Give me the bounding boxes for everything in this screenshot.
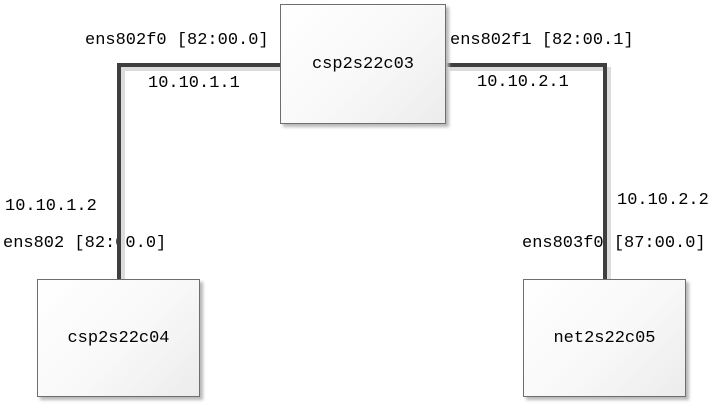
node-csp2s22c03: csp2s22c03 bbox=[280, 4, 446, 124]
ip-label-link2-bottom: 10.10.2.2 bbox=[617, 191, 709, 210]
interface-label-link1-bottom: ens802 [82:00.0] bbox=[3, 234, 167, 253]
ip-label-link1-bottom: 10.10.1.2 bbox=[5, 197, 97, 216]
interface-label-link2-top: ens802f1 [82:00.1] bbox=[450, 31, 634, 50]
node-label: net2s22c05 bbox=[553, 328, 656, 348]
interface-label-link2-bottom: ens803f0 [87:00.0] bbox=[522, 234, 706, 253]
link-line-csp2s22c03-csp2s22c04-horizontal bbox=[117, 63, 280, 67]
ip-label-link1-top: 10.10.1.1 bbox=[148, 74, 240, 93]
node-net2s22c05: net2s22c05 bbox=[523, 279, 686, 397]
interface-label-link1-top: ens802f0 [82:00.0] bbox=[85, 31, 269, 50]
node-label: csp2s22c04 bbox=[67, 328, 170, 348]
node-csp2s22c04: csp2s22c04 bbox=[37, 279, 200, 397]
node-label: csp2s22c03 bbox=[311, 54, 415, 74]
ip-label-link2-top: 10.10.2.1 bbox=[477, 73, 569, 92]
link-line-csp2s22c03-net2s22c05-horizontal bbox=[446, 63, 607, 67]
link-line-csp2s22c03-net2s22c05-vertical bbox=[603, 63, 607, 279]
link-line-csp2s22c03-csp2s22c04-vertical bbox=[117, 63, 121, 279]
